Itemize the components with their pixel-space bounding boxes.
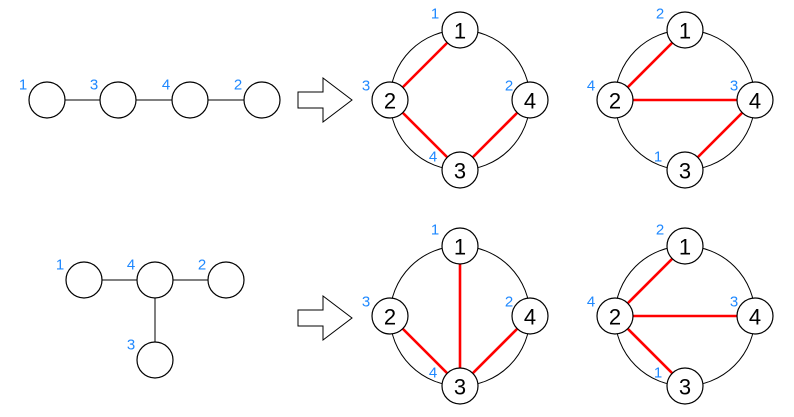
circle-node	[596, 81, 634, 119]
circle-node-label: 2	[505, 78, 513, 95]
source-node-label: 2	[234, 77, 242, 94]
source-node	[243, 81, 281, 119]
circle-node-label: 2	[656, 6, 664, 23]
circle-node	[511, 297, 549, 335]
circle-node	[736, 81, 774, 119]
circle-node-name: 4	[524, 305, 536, 330]
circle-node-label: 3	[362, 294, 370, 311]
circle-node	[666, 151, 704, 189]
source-node	[99, 81, 137, 119]
source-node	[136, 261, 174, 299]
source-node	[28, 81, 66, 119]
circle-node	[441, 151, 479, 189]
source-node	[136, 341, 174, 379]
source-node	[65, 261, 103, 299]
circle-node-label: 3	[730, 294, 738, 311]
circle-graph-1-2	[596, 11, 774, 189]
circle-node	[666, 227, 704, 265]
right-arrow-icon	[297, 76, 353, 124]
circle-node-label: 2	[656, 222, 664, 239]
circle-node	[666, 11, 704, 49]
circle-node-name: 1	[679, 235, 691, 260]
circle-node-name: 1	[454, 19, 466, 44]
circle-node-label: 4	[429, 149, 437, 166]
right-arrow-icon	[297, 294, 353, 342]
circle-node	[371, 297, 409, 335]
circle-node-name: 2	[609, 305, 621, 330]
source-node-label: 3	[90, 77, 98, 94]
circle-node	[511, 81, 549, 119]
circle-node-name: 3	[679, 159, 691, 184]
circle-node-name: 2	[384, 305, 396, 330]
circle-node-name: 2	[609, 89, 621, 114]
circle-node-label: 4	[587, 78, 595, 95]
circle-node-label: 1	[431, 6, 439, 23]
cycle-ring	[389, 29, 531, 171]
circle-node-name: 3	[679, 375, 691, 400]
circle-node	[441, 227, 479, 265]
circle-node-label: 2	[505, 294, 513, 311]
circle-node-name: 4	[749, 89, 761, 114]
source-node	[207, 261, 245, 299]
circle-node-label: 3	[362, 78, 370, 95]
circle-node-label: 1	[431, 222, 439, 239]
circle-node	[596, 297, 634, 335]
source-node-label: 2	[198, 257, 206, 274]
row-2	[65, 227, 774, 405]
circle-node-name: 1	[454, 235, 466, 260]
source-node-label: 4	[162, 77, 170, 94]
circle-node-name: 1	[679, 19, 691, 44]
source-node-label: 3	[127, 337, 135, 354]
circle-node-name: 2	[384, 89, 396, 114]
circle-node-label: 1	[654, 149, 662, 166]
circle-node-label: 4	[429, 365, 437, 382]
circle-node	[371, 81, 409, 119]
source-node-label: 1	[19, 77, 27, 94]
circle-node-name: 3	[454, 375, 466, 400]
circle-node	[736, 297, 774, 335]
circle-graph-1-1	[371, 11, 549, 189]
circle-node	[666, 367, 704, 405]
circle-node-label: 4	[587, 294, 595, 311]
circle-graph-2-1	[371, 227, 549, 405]
circle-node	[441, 11, 479, 49]
source-node-label: 1	[56, 257, 64, 274]
circle-graph-2-2	[596, 227, 774, 405]
source-node-label: 4	[127, 257, 135, 274]
circle-node-label: 3	[730, 78, 738, 95]
circle-node-name: 4	[749, 305, 761, 330]
source-node	[171, 81, 209, 119]
circle-node-label: 1	[654, 365, 662, 382]
circle-node-name: 3	[454, 159, 466, 184]
circle-node	[441, 367, 479, 405]
circle-node-name: 4	[524, 89, 536, 114]
row-1	[28, 11, 774, 189]
